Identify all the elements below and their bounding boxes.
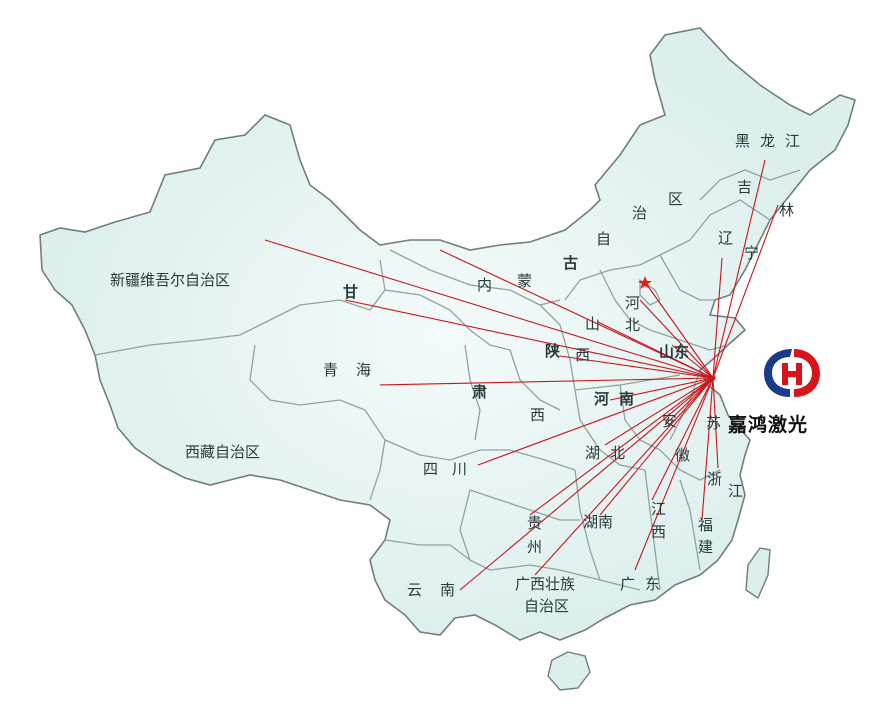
hainan-island <box>547 651 591 691</box>
route-line-15 <box>664 377 714 426</box>
label-sichuan-1: 四 <box>423 460 438 478</box>
route-line-3 <box>439 249 714 379</box>
label-xinjiang: 新疆维吾尔自治区 <box>110 271 230 289</box>
label-fujian-1: 福 <box>698 516 713 534</box>
label-heilongjiang-1: 黑 <box>735 132 750 150</box>
label-liaoning-2: 宁 <box>744 244 759 262</box>
label-guizhou-1: 贵 <box>527 514 542 532</box>
label-jilin-1: 吉 <box>737 178 752 196</box>
label-hebei-1: 河 <box>625 294 640 312</box>
label-anhui-1: 安 <box>662 412 677 430</box>
label-neimenggu-3: 古 <box>563 254 578 272</box>
label-zhejiang-2: 江 <box>728 482 743 500</box>
label-guangxi-1: 广西壮族 <box>515 575 575 593</box>
route-line-20 <box>701 377 714 521</box>
label-hunan: 湖南 <box>583 513 613 531</box>
label-zhejiang-1: 浙 <box>707 470 722 488</box>
label-hubei-2: 北 <box>610 444 625 462</box>
region-labels: 新疆维吾尔自治区 西藏自治区 青 海 甘 肃 内 蒙 古 自 治 区 黑 龙 江… <box>110 132 800 615</box>
label-neimenggu-2: 蒙 <box>517 272 532 290</box>
label-shanxi-1: 山 <box>585 315 600 333</box>
label-jiangxi-2: 西 <box>651 523 666 541</box>
route-line-19 <box>651 377 714 501</box>
label-guangxi-2: 自治区 <box>524 597 569 615</box>
route-line-7 <box>639 299 714 379</box>
label-guizhou-2: 州 <box>527 538 542 556</box>
label-jiangxi-1: 江 <box>651 500 666 518</box>
route-line-8 <box>644 281 714 379</box>
route-line-22 <box>534 377 714 576</box>
route-line-4 <box>712 159 766 379</box>
label-yunnan-2: 南 <box>440 581 455 599</box>
route-line-12 <box>609 377 714 401</box>
brand-name: 嘉鸿激光 <box>728 414 809 436</box>
label-liaoning-1: 辽 <box>718 229 733 247</box>
route-line-5 <box>712 204 779 379</box>
label-neimenggu-6: 区 <box>668 190 683 208</box>
route-line-14 <box>604 377 714 446</box>
route-line-11 <box>671 344 714 379</box>
hub-point-icon <box>710 375 716 381</box>
route-line-23 <box>634 377 714 571</box>
label-gansu-2: 肃 <box>472 383 487 401</box>
route-line-2 <box>344 299 714 379</box>
label-henan-1: 河 <box>594 390 609 408</box>
label-anhui-2: 徽 <box>675 446 690 464</box>
label-jiangsu: 苏 <box>706 414 721 432</box>
label-hubei-1: 湖 <box>585 444 600 462</box>
brand-logo-icon <box>764 349 820 397</box>
route-line-0 <box>264 239 714 379</box>
label-sichuan-2: 川 <box>452 460 467 478</box>
route-line-1 <box>379 377 714 386</box>
label-hebei-2: 北 <box>625 316 640 334</box>
route-line-21 <box>459 377 714 591</box>
label-guangdong-1: 广 <box>620 575 635 593</box>
route-line-13 <box>477 377 714 466</box>
label-shaanxi-1: 陕 <box>545 342 560 360</box>
route-lines <box>264 159 779 591</box>
label-henan-2: 南 <box>619 390 634 408</box>
route-line-17 <box>529 377 714 516</box>
label-shandong: 山东 <box>659 343 689 361</box>
capital-star-icon <box>638 276 652 289</box>
label-guangdong-2: 东 <box>645 575 660 593</box>
label-heilongjiang-2: 龙 <box>760 132 775 150</box>
label-neimenggu-4: 自 <box>596 230 611 248</box>
label-gansu-1: 甘 <box>343 283 358 301</box>
label-jilin-2: 林 <box>779 201 794 219</box>
label-fujian-2: 建 <box>698 538 713 556</box>
route-line-10 <box>559 355 714 379</box>
label-neimenggu-1: 内 <box>477 276 492 294</box>
label-qinghai-1: 青 <box>323 361 338 379</box>
taiwan-island <box>745 547 771 600</box>
route-line-18 <box>599 377 714 516</box>
label-shaanxi-2: 西 <box>530 406 545 424</box>
label-neimenggu-5: 治 <box>632 204 647 222</box>
china-outline <box>39 27 856 641</box>
label-xizang: 西藏自治区 <box>185 443 260 461</box>
label-shanxi-2: 西 <box>575 346 590 364</box>
label-qinghai-2: 海 <box>356 361 371 379</box>
label-yunnan-1: 云 <box>407 581 422 599</box>
route-line-16 <box>712 377 719 469</box>
route-line-6 <box>712 257 723 379</box>
label-heilongjiang-3: 江 <box>785 132 800 150</box>
route-line-9 <box>597 321 714 379</box>
